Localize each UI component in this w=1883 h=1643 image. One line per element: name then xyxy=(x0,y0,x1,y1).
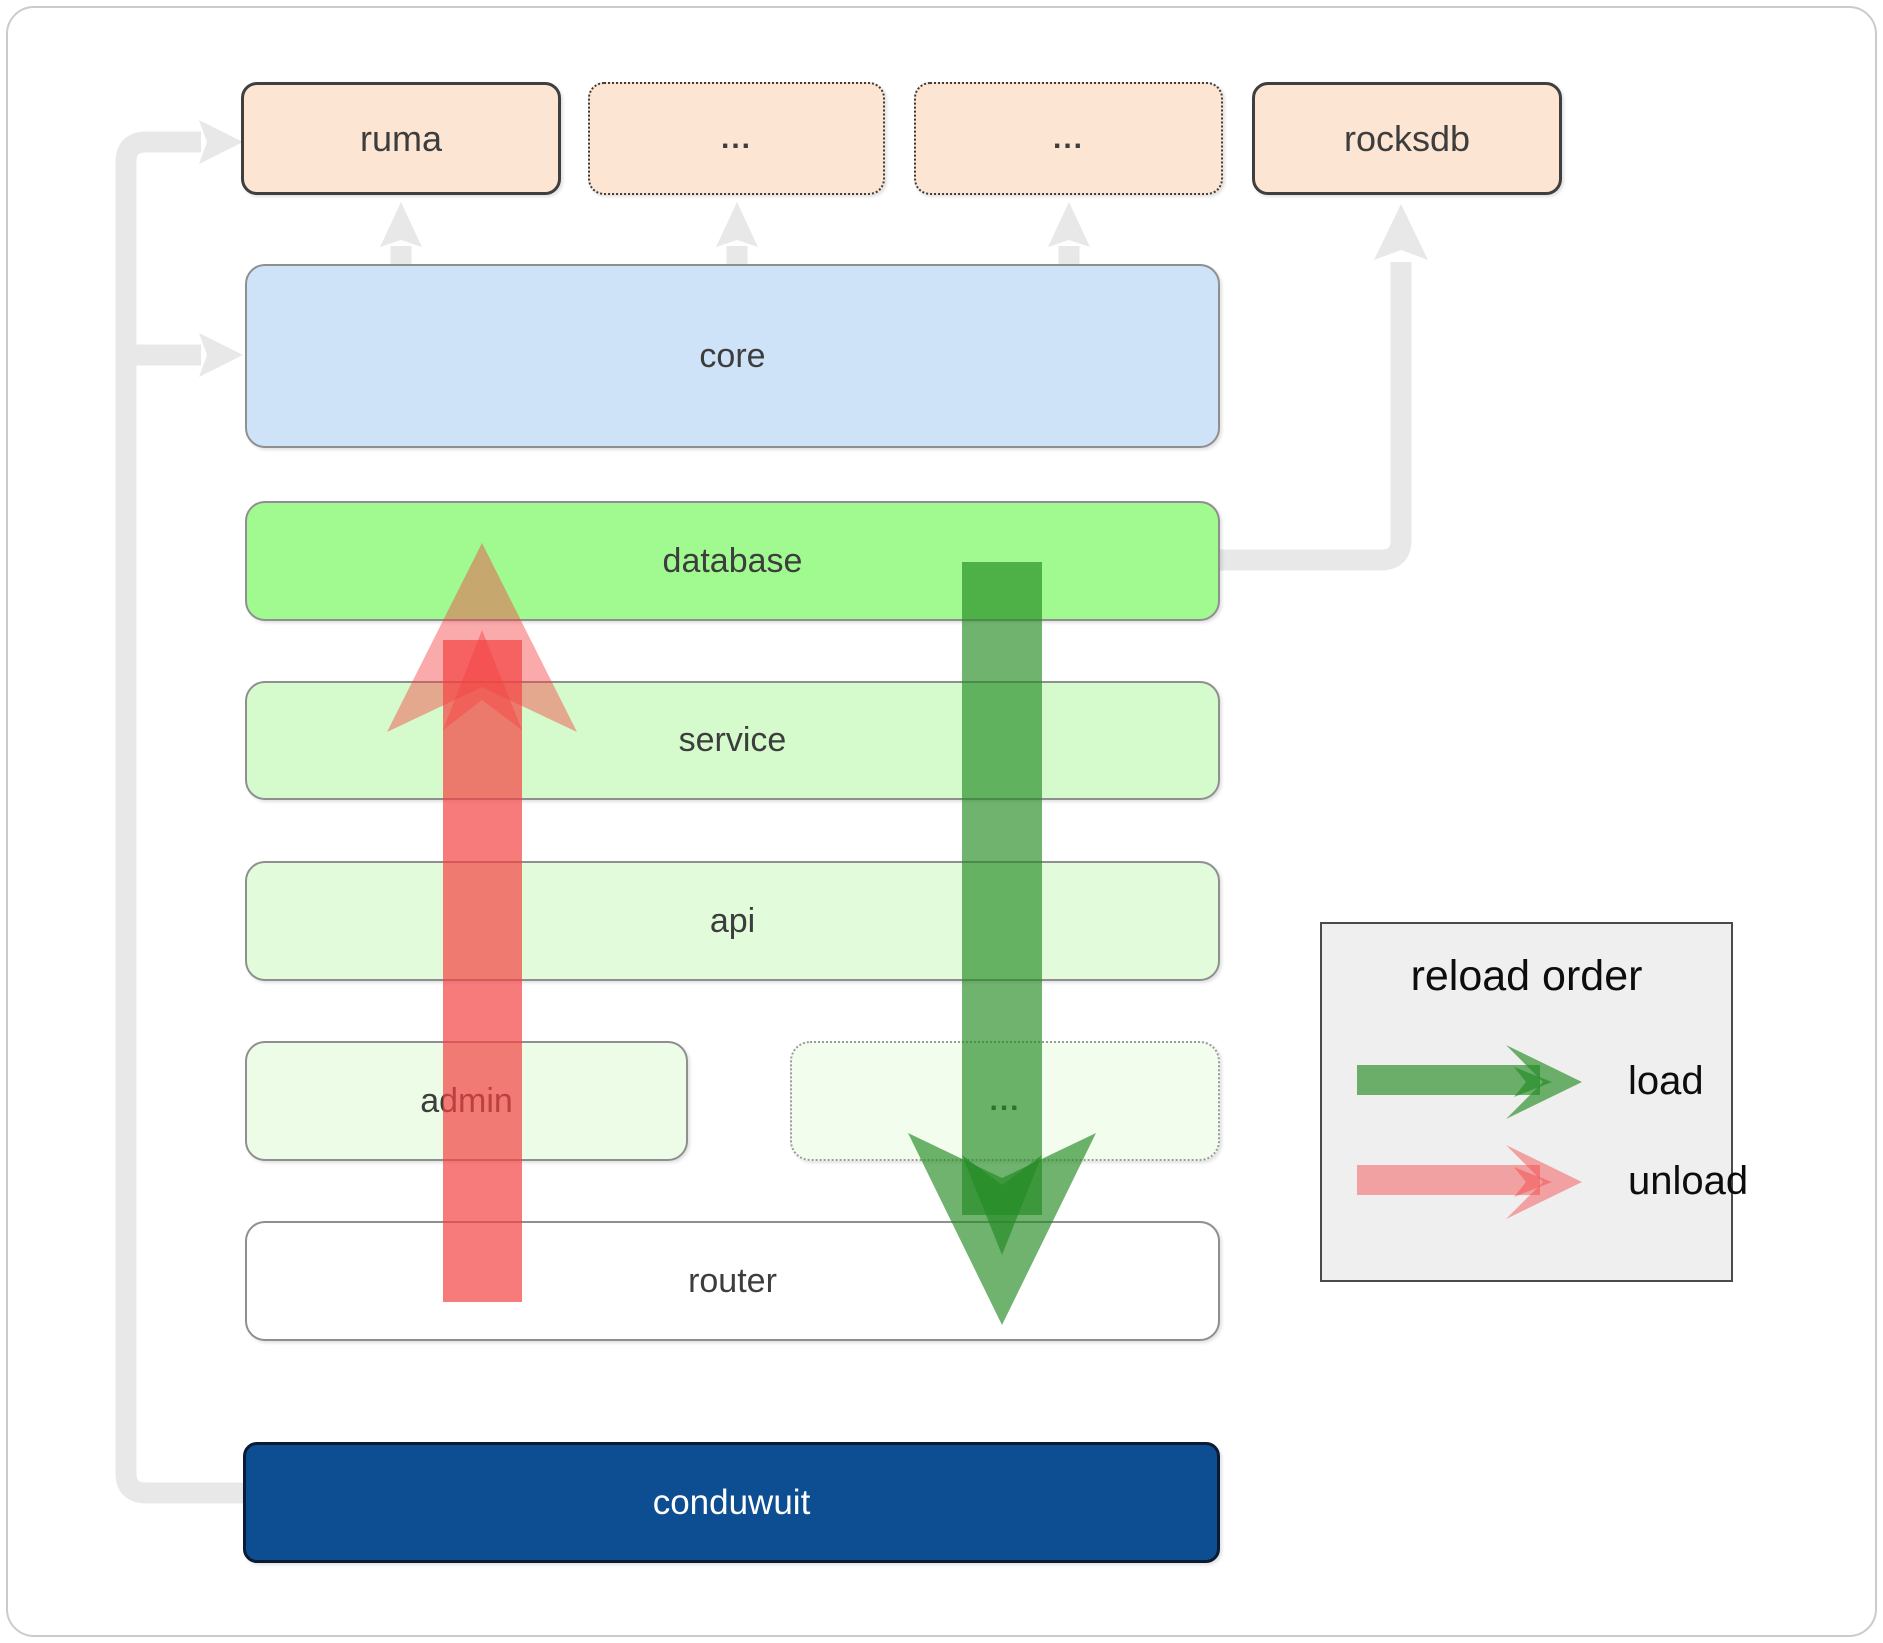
node-rocksdb: rocksdb xyxy=(1252,82,1562,195)
node-ruma-label: ruma xyxy=(359,117,443,159)
node-rocksdb-label: rocksdb xyxy=(1343,117,1471,159)
node-admin: admin xyxy=(245,1041,688,1161)
node-conduwuit-label: conduwuit xyxy=(652,1482,811,1522)
node-database-label: database xyxy=(662,541,803,580)
node-api-label: api xyxy=(709,901,756,940)
node-ruma: ruma xyxy=(241,82,561,195)
node-service: service xyxy=(245,681,1220,800)
node-ellipsis-top-1-label: ... xyxy=(720,121,752,155)
node-ellipsis-admin: ... xyxy=(790,1041,1220,1161)
node-conduwuit: conduwuit xyxy=(243,1442,1220,1563)
diagram-outer-frame xyxy=(6,6,1877,1637)
node-router: router xyxy=(245,1221,1220,1341)
node-router-label: router xyxy=(688,1261,777,1300)
legend-unload-label: unload xyxy=(1628,1159,1749,1203)
node-ellipsis-top-1: ... xyxy=(588,82,885,195)
node-database: database xyxy=(245,501,1220,621)
node-core-label: core xyxy=(699,336,766,375)
node-ellipsis-top-2-label: ... xyxy=(1052,121,1084,155)
node-ellipsis-top-2: ... xyxy=(914,82,1223,195)
legend-title: reload order xyxy=(1410,952,1643,1000)
node-service-label: service xyxy=(678,721,787,759)
legend-load-label: load xyxy=(1628,1059,1704,1103)
node-ellipsis-admin-label: ... xyxy=(989,1084,1021,1117)
node-admin-label: admin xyxy=(420,1081,513,1120)
node-api: api xyxy=(245,861,1220,981)
node-core: core xyxy=(245,264,1220,448)
